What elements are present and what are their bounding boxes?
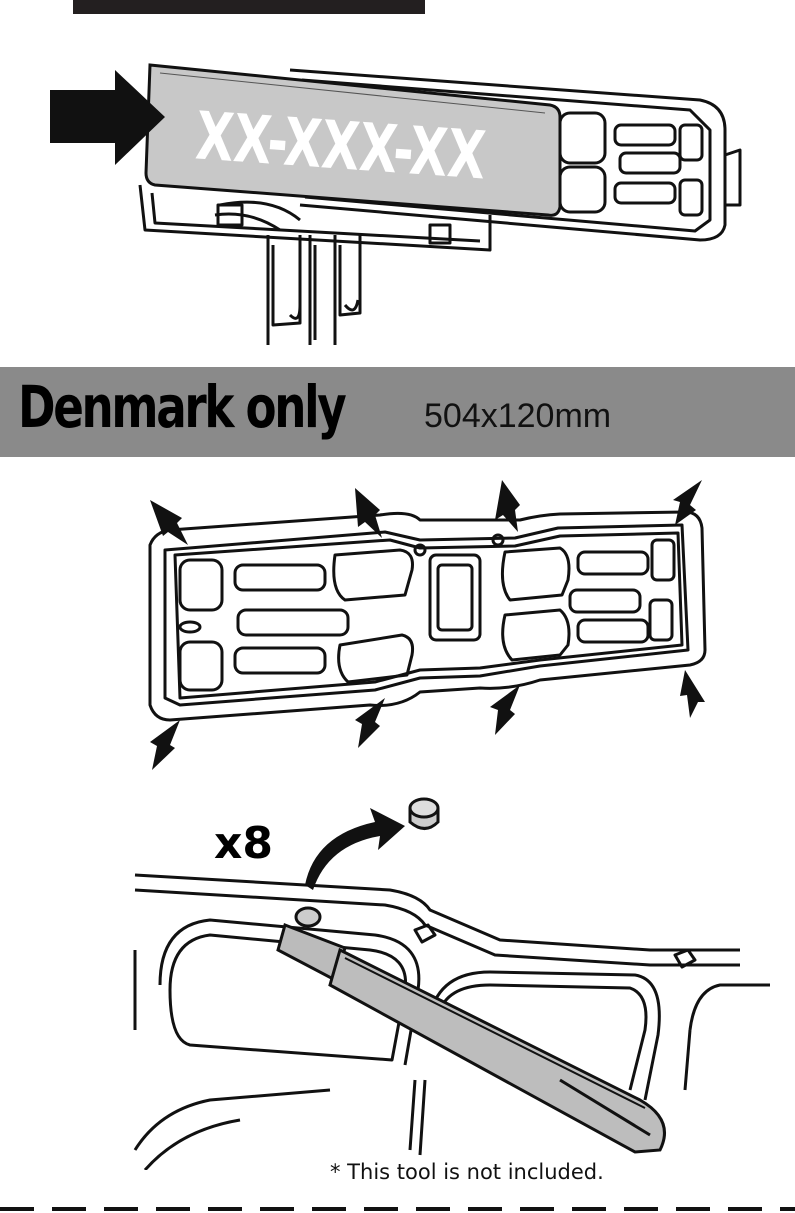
banner-title: Denmark only (18, 373, 347, 441)
cap-count-label: x8 (214, 818, 273, 869)
knife-tool-icon (276, 923, 666, 1154)
frame-illustration (148, 480, 707, 770)
tool-disclaimer: * This tool is not included. (330, 1160, 604, 1184)
curved-arrow-icon (305, 808, 405, 890)
cut-line-divider (0, 1207, 795, 1211)
denmark-banner: Denmark only 504x120mm (0, 367, 795, 457)
top-header-bar (73, 0, 425, 14)
cap-removal-illustration (133, 797, 770, 1170)
removed-cap (408, 797, 440, 830)
insert-arrow-icon (50, 70, 165, 165)
plate-size-label: 504x120mm (424, 397, 612, 435)
pointer-arrow-icon (150, 480, 705, 770)
plate-insertion-illustration: XX-XXX-XX (50, 63, 742, 345)
